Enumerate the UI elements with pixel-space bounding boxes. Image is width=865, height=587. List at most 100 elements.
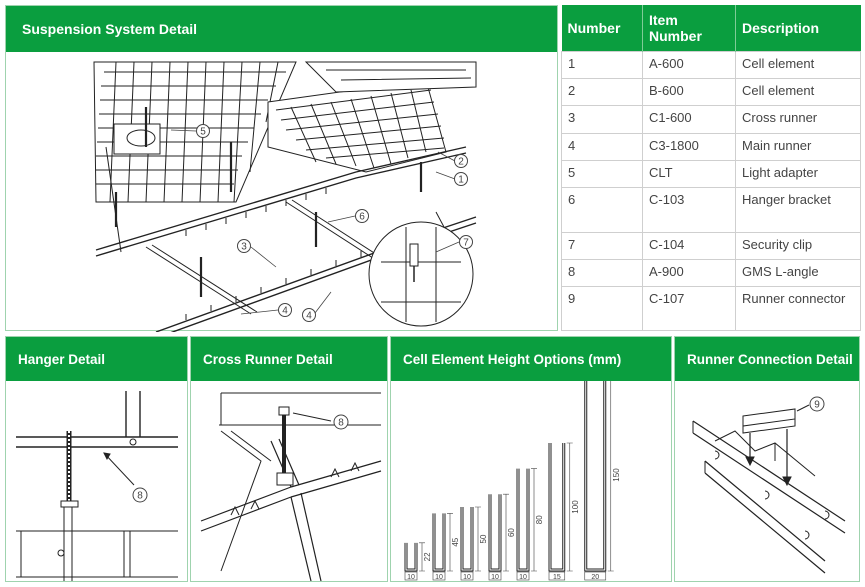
cell-item-number: C-103 bbox=[642, 186, 736, 233]
hanger-detail-panel: Hanger Detail 8 bbox=[5, 336, 188, 582]
callout-4b: 4 bbox=[302, 308, 316, 322]
svg-text:6: 6 bbox=[359, 212, 365, 223]
width-label: 10 bbox=[407, 574, 415, 581]
cell-description: Light adapter bbox=[735, 159, 861, 188]
width-dimension-box bbox=[460, 571, 474, 581]
cell-description: Cell element bbox=[735, 50, 861, 79]
profile-outline bbox=[516, 468, 530, 572]
profile-50: 10 50 bbox=[460, 506, 488, 581]
cell-description: Cross runner bbox=[735, 104, 861, 134]
width-label: 10 bbox=[491, 574, 499, 581]
svg-text:7: 7 bbox=[463, 238, 469, 249]
height-label: 60 bbox=[507, 528, 516, 537]
callout-5: 5 bbox=[196, 124, 210, 138]
cross-runner-detail-title: Cross Runner Detail bbox=[191, 337, 387, 381]
svg-text:4: 4 bbox=[282, 306, 288, 317]
cell-description: Runner connector bbox=[735, 285, 861, 331]
cell-number: 1 bbox=[561, 50, 643, 79]
table-row: 6 C-103 Hanger bracket bbox=[561, 186, 861, 233]
svg-text:1: 1 bbox=[458, 175, 464, 186]
cell-item-number: C1-600 bbox=[642, 104, 736, 134]
callout-2: 2 bbox=[454, 154, 468, 168]
profile-outline bbox=[432, 513, 446, 572]
table-row: 8 A-900 GMS L-angle bbox=[561, 258, 861, 287]
parts-table: Number Item Number Description 1 A-600 C… bbox=[561, 5, 861, 331]
profile-60: 10 60 bbox=[488, 493, 516, 581]
table-row: 3 C1-600 Cross runner bbox=[561, 104, 861, 134]
cell-item-number: B-600 bbox=[642, 77, 736, 106]
suspension-system-title: Suspension System Detail bbox=[6, 6, 557, 52]
height-dimension-line bbox=[566, 442, 573, 572]
svg-text:5: 5 bbox=[200, 127, 206, 138]
cross-runner-detail-panel: Cross Runner Detail 8 bbox=[190, 336, 388, 582]
runner-connection-detail-title: Runner Connection Detail bbox=[675, 337, 859, 381]
width-dimension-box bbox=[584, 571, 607, 581]
runner-connection-drawing: 9 bbox=[692, 396, 846, 574]
cell-description: Hanger bracket bbox=[735, 186, 861, 233]
cell-number: 3 bbox=[561, 104, 643, 134]
height-label: 22 bbox=[423, 552, 432, 561]
height-dimension-line bbox=[503, 493, 509, 572]
svg-text:8: 8 bbox=[338, 418, 344, 429]
hanger-detail-drawing: 8 bbox=[16, 391, 178, 581]
cell-item-number: CLT bbox=[642, 159, 736, 188]
cross-runner-callout-8: 8 bbox=[333, 414, 349, 430]
cell-item-number: C-107 bbox=[642, 285, 736, 331]
callout-1: 1 bbox=[454, 172, 468, 186]
width-label: 20 bbox=[591, 574, 599, 581]
height-dimension-line bbox=[447, 513, 453, 572]
hanger-callout-8: 8 bbox=[132, 487, 148, 503]
suspension-system-panel: Suspension System Detail bbox=[5, 5, 558, 332]
cell-number: 9 bbox=[561, 285, 643, 331]
cell-item-number: A-900 bbox=[642, 258, 736, 287]
svg-text:9: 9 bbox=[814, 400, 820, 411]
header-number: Number bbox=[561, 5, 643, 51]
cell-number: 2 bbox=[561, 77, 643, 106]
profile-22: 10 22 bbox=[404, 542, 432, 581]
width-dimension-box bbox=[404, 571, 418, 581]
height-label: 150 bbox=[612, 468, 621, 482]
profile-outline bbox=[460, 507, 474, 572]
cell-height-options-title: Cell Element Height Options (mm) bbox=[391, 337, 671, 381]
height-label: 100 bbox=[571, 500, 580, 514]
callout-7: 7 bbox=[459, 235, 473, 249]
header-item-number: Item Number bbox=[642, 5, 736, 51]
table-row: 5 CLT Light adapter bbox=[561, 159, 861, 188]
profile-100: 15 100 bbox=[548, 442, 580, 581]
height-dimension-line bbox=[607, 381, 614, 572]
width-label: 15 bbox=[553, 574, 561, 581]
callout-4a: 4 bbox=[278, 303, 292, 317]
cell-item-number: C3-1800 bbox=[642, 132, 736, 161]
height-label: 45 bbox=[451, 537, 460, 546]
width-dimension-box bbox=[488, 571, 502, 581]
cell-item-number: A-600 bbox=[642, 50, 736, 79]
suspension-system-drawing: 5 6 3 2 1 7 4 4 bbox=[93, 61, 477, 332]
width-dimension-box bbox=[516, 571, 530, 581]
profile-outline bbox=[488, 494, 502, 572]
height-label: 50 bbox=[479, 534, 488, 543]
profile-outline bbox=[584, 381, 607, 572]
cell-number: 7 bbox=[561, 231, 643, 260]
cross-runner-detail-drawing: 8 bbox=[200, 392, 382, 581]
height-dimension-line bbox=[475, 506, 481, 572]
width-label: 10 bbox=[519, 574, 527, 581]
cell-description: GMS L-angle bbox=[735, 258, 861, 287]
cell-number: 8 bbox=[561, 258, 643, 287]
profile-outline bbox=[548, 443, 566, 572]
cell-description: Security clip bbox=[735, 231, 861, 260]
svg-text:3: 3 bbox=[241, 242, 247, 253]
table-header-row: Number Item Number Description bbox=[561, 5, 861, 51]
cell-description: Main runner bbox=[735, 132, 861, 161]
table-row: 2 B-600 Cell element bbox=[561, 77, 861, 106]
height-dimension-line bbox=[419, 542, 425, 572]
callout-6: 6 bbox=[355, 209, 369, 223]
cell-grid-right bbox=[267, 61, 477, 173]
table-row: 4 C3-1800 Main runner bbox=[561, 132, 861, 161]
width-label: 10 bbox=[463, 574, 471, 581]
cell-number: 6 bbox=[561, 186, 643, 233]
cell-description: Cell element bbox=[735, 77, 861, 106]
table-row: 9 C-107 Runner connector bbox=[561, 285, 861, 331]
